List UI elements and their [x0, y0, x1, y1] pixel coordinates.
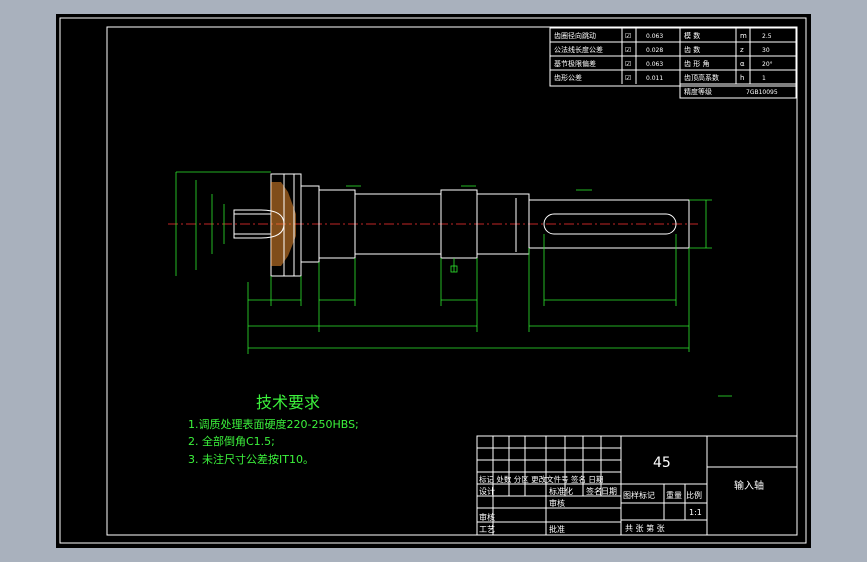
tb-standardize: 标准化: [549, 486, 573, 496]
tech-item-1: 1.调质处理表面硬度220-250HBS;: [188, 417, 359, 431]
tb-date: 日期: [601, 487, 617, 496]
tb-weight: 重量: [666, 490, 682, 500]
drawing-canvas: 齿圈径向跳动 ☑ 0.063 公法线长度公差 ☑ 0.028 基节极限偏差 ☑ …: [59, 17, 807, 544]
gear-param-table: 齿圈径向跳动 ☑ 0.063 公法线长度公差 ☑ 0.028 基节极限偏差 ☑ …: [549, 27, 797, 99]
param-sym-addendum: h: [740, 74, 744, 82]
param-label-angle: 齿 形 角: [684, 59, 709, 68]
cad-viewport[interactable]: 齿圈径向跳动 ☑ 0.063 公法线长度公差 ☑ 0.028 基节极限偏差 ☑ …: [56, 14, 811, 548]
tb-scale: 1:1: [689, 508, 702, 517]
param-label-grade: 精度等级: [684, 87, 712, 96]
param-sym-runout: ☑: [625, 32, 631, 40]
tech-item-2: 2. 全部倒角C1.5;: [188, 434, 275, 448]
tb-ratio: 比例: [686, 490, 702, 500]
tb-part-name: 输入轴: [734, 479, 764, 492]
param-val-teeth: 30: [762, 47, 770, 54]
param-val-runout: 0.063: [646, 33, 663, 40]
tech-item-3: 3. 未注尺寸公差按IT10。: [188, 452, 314, 466]
tb-design: 设计: [479, 486, 495, 496]
param-val-module: 2.5: [762, 33, 772, 40]
tb-material: 45: [653, 455, 671, 471]
param-val-addendum: 1: [762, 75, 766, 82]
param-label-runout: 齿圈径向跳动: [554, 31, 596, 40]
param-label-profile: 齿形公差: [554, 73, 582, 82]
param-val-grade: 7GB10095: [746, 89, 778, 96]
tech-title: 技术要求: [256, 393, 320, 412]
tb-approve: 批准: [549, 524, 565, 534]
tb-craft: 工艺: [479, 525, 495, 534]
param-label-pitch: 基节极限偏差: [554, 59, 596, 68]
param-sym-pitch: ☑: [625, 60, 631, 68]
param-label-module: 模 数: [684, 31, 700, 40]
param-sym-teeth: z: [740, 46, 744, 54]
tb-review-left: 审核: [479, 512, 495, 522]
title-block: 标记 处数 分区 更改文件号 签名 日期 设计 标准化 签名 日期 审核 审核 …: [476, 435, 798, 536]
param-label-teeth: 齿 数: [684, 45, 700, 54]
tb-review: 审核: [549, 498, 565, 508]
param-label-addendum: 齿顶高系数: [684, 73, 719, 82]
tb-sheets: 共 张 第 张: [625, 523, 665, 533]
param-sym-angle: α: [740, 60, 745, 68]
tb-header: 标记 处数 分区 更改文件号 签名 日期: [479, 474, 603, 484]
keyway: [543, 213, 677, 235]
tb-stage-mark: 图样标记: [623, 490, 655, 500]
outer-frame: [59, 17, 807, 544]
param-val-profile: 0.011: [646, 75, 663, 82]
dimensions: [175, 171, 732, 397]
param-val-normal: 0.028: [646, 47, 663, 54]
tb-sign: 签名: [586, 486, 602, 496]
param-label-normal: 公法线长度公差: [554, 45, 603, 54]
param-val-pitch: 0.063: [646, 61, 663, 68]
gear-bore: [233, 209, 285, 239]
param-sym-normal: ☑: [625, 46, 631, 54]
shaft-drawing: [168, 173, 698, 277]
tech-requirements: 技术要求 1.调质处理表面硬度220-250HBS; 2. 全部倒角C1.5; …: [188, 393, 359, 466]
param-sym-module: m: [740, 32, 747, 40]
param-val-angle: 20°: [762, 61, 773, 68]
inner-frame: [106, 26, 798, 536]
param-sym-profile: ☑: [625, 74, 631, 82]
